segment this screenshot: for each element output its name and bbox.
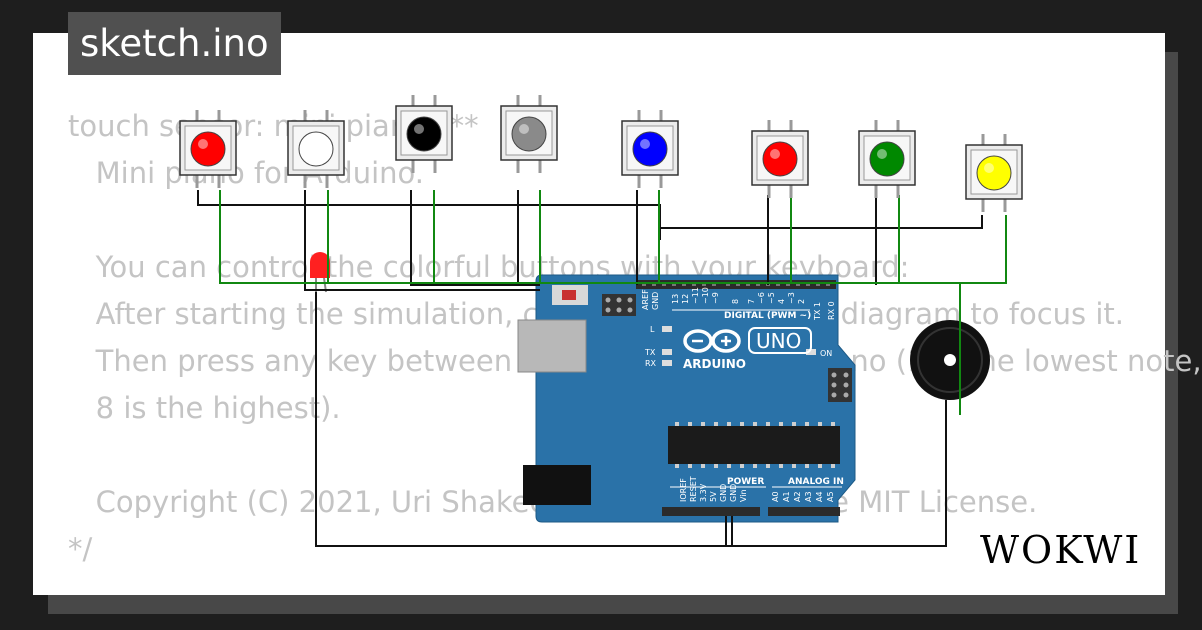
power-header[interactable] bbox=[662, 507, 760, 516]
buzzer[interactable] bbox=[910, 320, 990, 400]
icsp-header bbox=[602, 294, 636, 316]
brand-label: ARDUINO bbox=[683, 357, 746, 371]
pushbutton-grey[interactable] bbox=[500, 95, 558, 173]
power-label: POWER bbox=[727, 477, 764, 487]
pin-label: 8 bbox=[731, 299, 740, 304]
pin-label: A0 bbox=[771, 491, 780, 502]
pin-label: A4 bbox=[815, 491, 824, 502]
arduino-infinity-logo bbox=[683, 329, 741, 353]
pin-label: ~10 bbox=[701, 287, 710, 304]
pin-label: ~11 bbox=[691, 287, 700, 304]
button-cap bbox=[298, 131, 334, 167]
button-cap bbox=[406, 116, 442, 152]
pin-label: ~5 bbox=[767, 292, 776, 304]
button-cap bbox=[869, 141, 905, 177]
pin-label: A1 bbox=[782, 491, 791, 502]
pushbutton-green[interactable] bbox=[858, 120, 916, 198]
pin-label: 5V bbox=[709, 491, 718, 502]
pushbutton-white[interactable] bbox=[287, 110, 345, 188]
model-label: UNO bbox=[756, 329, 801, 353]
pin-label: A3 bbox=[804, 491, 813, 502]
rx-label: RX bbox=[645, 359, 657, 368]
pin-label: 7 bbox=[747, 299, 756, 304]
on-led bbox=[806, 349, 816, 355]
l-led bbox=[662, 326, 672, 332]
reset-button-cap[interactable] bbox=[562, 290, 576, 300]
arduino-uno-board[interactable]: AREF GND 13 12 ~11 ~10 ~9 8 7 ~6 ~5 4 ~3… bbox=[517, 274, 856, 523]
pin-label: 12 bbox=[681, 294, 690, 304]
gnd-label: GND bbox=[651, 292, 660, 310]
pin-label: ~3 bbox=[787, 292, 796, 304]
pin-label: 2 bbox=[797, 299, 806, 304]
button-cap bbox=[762, 141, 798, 177]
pin-label: GND bbox=[729, 484, 738, 502]
pushbutton-red[interactable] bbox=[179, 110, 237, 188]
uno-badge bbox=[748, 327, 812, 354]
wires bbox=[197, 190, 1007, 547]
pin-label: ~6 bbox=[757, 292, 766, 304]
pin-label: IOREF bbox=[679, 478, 688, 502]
button-cap bbox=[632, 131, 668, 167]
microcontroller-chip bbox=[668, 426, 840, 464]
file-tab-title[interactable]: sketch.ino bbox=[68, 12, 281, 75]
pin-label: A2 bbox=[793, 491, 802, 502]
aref-label: AREF bbox=[641, 289, 650, 310]
pin-label: Vin bbox=[739, 489, 748, 502]
button-cap bbox=[511, 116, 547, 152]
pin-label: ~9 bbox=[711, 292, 720, 304]
buttons-layer bbox=[179, 95, 1023, 212]
icsp2-header bbox=[828, 368, 852, 402]
pin-label: 13 bbox=[671, 294, 680, 304]
usb-port bbox=[517, 319, 587, 373]
button-cap bbox=[190, 131, 226, 167]
l-label: L bbox=[650, 325, 655, 334]
pushbutton-red[interactable] bbox=[751, 120, 809, 198]
wokwi-logo: WOKWI bbox=[980, 528, 1142, 572]
pushbutton-blue[interactable] bbox=[621, 110, 679, 188]
pin-label: A5 bbox=[826, 491, 835, 502]
pushbutton-black[interactable] bbox=[395, 95, 453, 173]
analog-label: ANALOG IN bbox=[788, 477, 844, 487]
digital-label: DIGITAL (PWM ~) bbox=[724, 311, 811, 321]
pin-label: GND bbox=[719, 484, 728, 502]
pin-label: RX 0 bbox=[827, 301, 836, 320]
pin-label: RESET bbox=[689, 476, 698, 502]
tx-label: TX bbox=[644, 348, 656, 357]
pin-label: TX 1 bbox=[813, 302, 822, 321]
tx-led bbox=[662, 349, 672, 355]
pushbutton-yellow[interactable] bbox=[965, 134, 1023, 212]
analog-header[interactable] bbox=[768, 507, 840, 516]
power-jack bbox=[523, 465, 591, 505]
on-label: ON bbox=[820, 349, 832, 358]
pin-label: 4 bbox=[777, 299, 786, 304]
pin-label: 3.3V bbox=[699, 483, 708, 502]
rx-led bbox=[662, 360, 672, 366]
button-cap bbox=[976, 155, 1012, 191]
